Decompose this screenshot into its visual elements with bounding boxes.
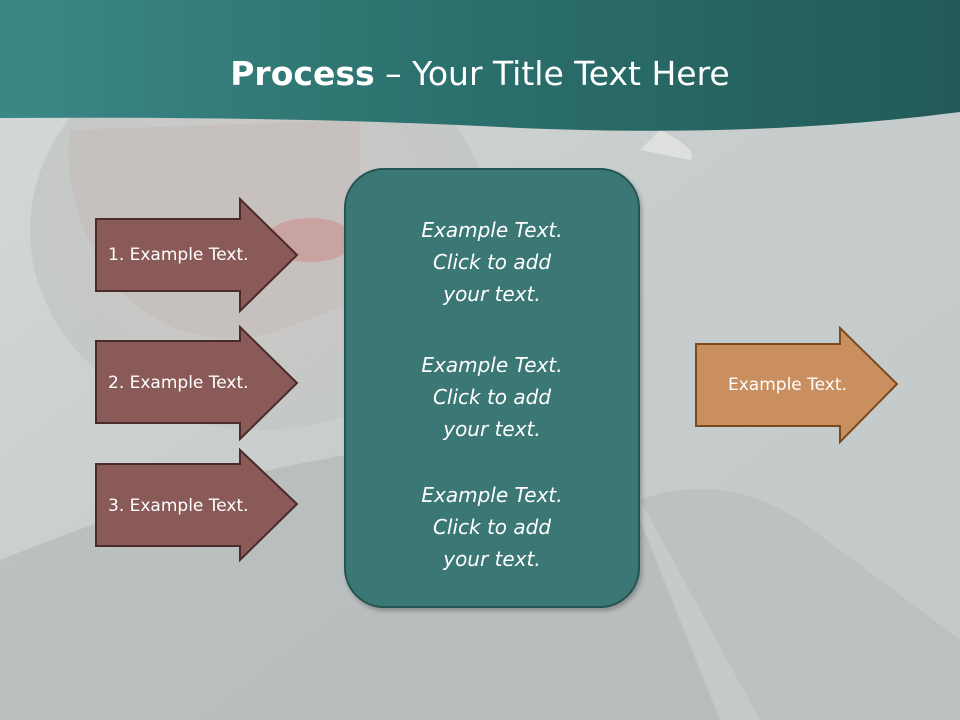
process-step-arrow-2[interactable]: 2. Example Text. [94,325,300,441]
right-arrow-shape [695,326,899,444]
center-text-line: Click to add [432,250,552,274]
center-text-line: Click to add [432,515,552,539]
center-text-line: your text. [443,282,541,306]
center-text-line: Click to add [432,385,552,409]
right-arrow-shape [95,325,299,441]
result-label: Example Text. [728,375,847,395]
process-step-arrow-3[interactable]: 3. Example Text. [94,448,300,564]
center-text-block-3: Example Text. Click to add your text. [346,479,638,575]
slide-title-bold: Process [230,54,375,93]
center-text-line: Example Text. [421,483,563,507]
slide-title-rest: – Your Title Text Here [374,54,730,93]
center-text-block-1: Example Text. Click to add your text. [346,214,638,310]
process-step-label: 1. Example Text. [108,245,249,265]
header-band [0,0,960,131]
center-text-line: Example Text. [421,218,563,242]
center-text-line: Example Text. [421,353,563,377]
process-step-arrow-1[interactable]: 1. Example Text. [94,197,300,313]
center-text-line: your text. [443,547,541,571]
process-step-label: 3. Example Text. [108,496,249,516]
slide-title: Process – Your Title Text Here [0,52,960,96]
center-text-block-2: Example Text. Click to add your text. [346,349,638,445]
process-center-box[interactable]: Example Text. Click to add your text. Ex… [344,168,640,608]
center-text-line: your text. [443,417,541,441]
right-arrow-shape [95,197,299,313]
result-arrow[interactable]: Example Text. [694,326,900,444]
process-step-label: 2. Example Text. [108,373,249,393]
right-arrow-shape [95,448,299,563]
